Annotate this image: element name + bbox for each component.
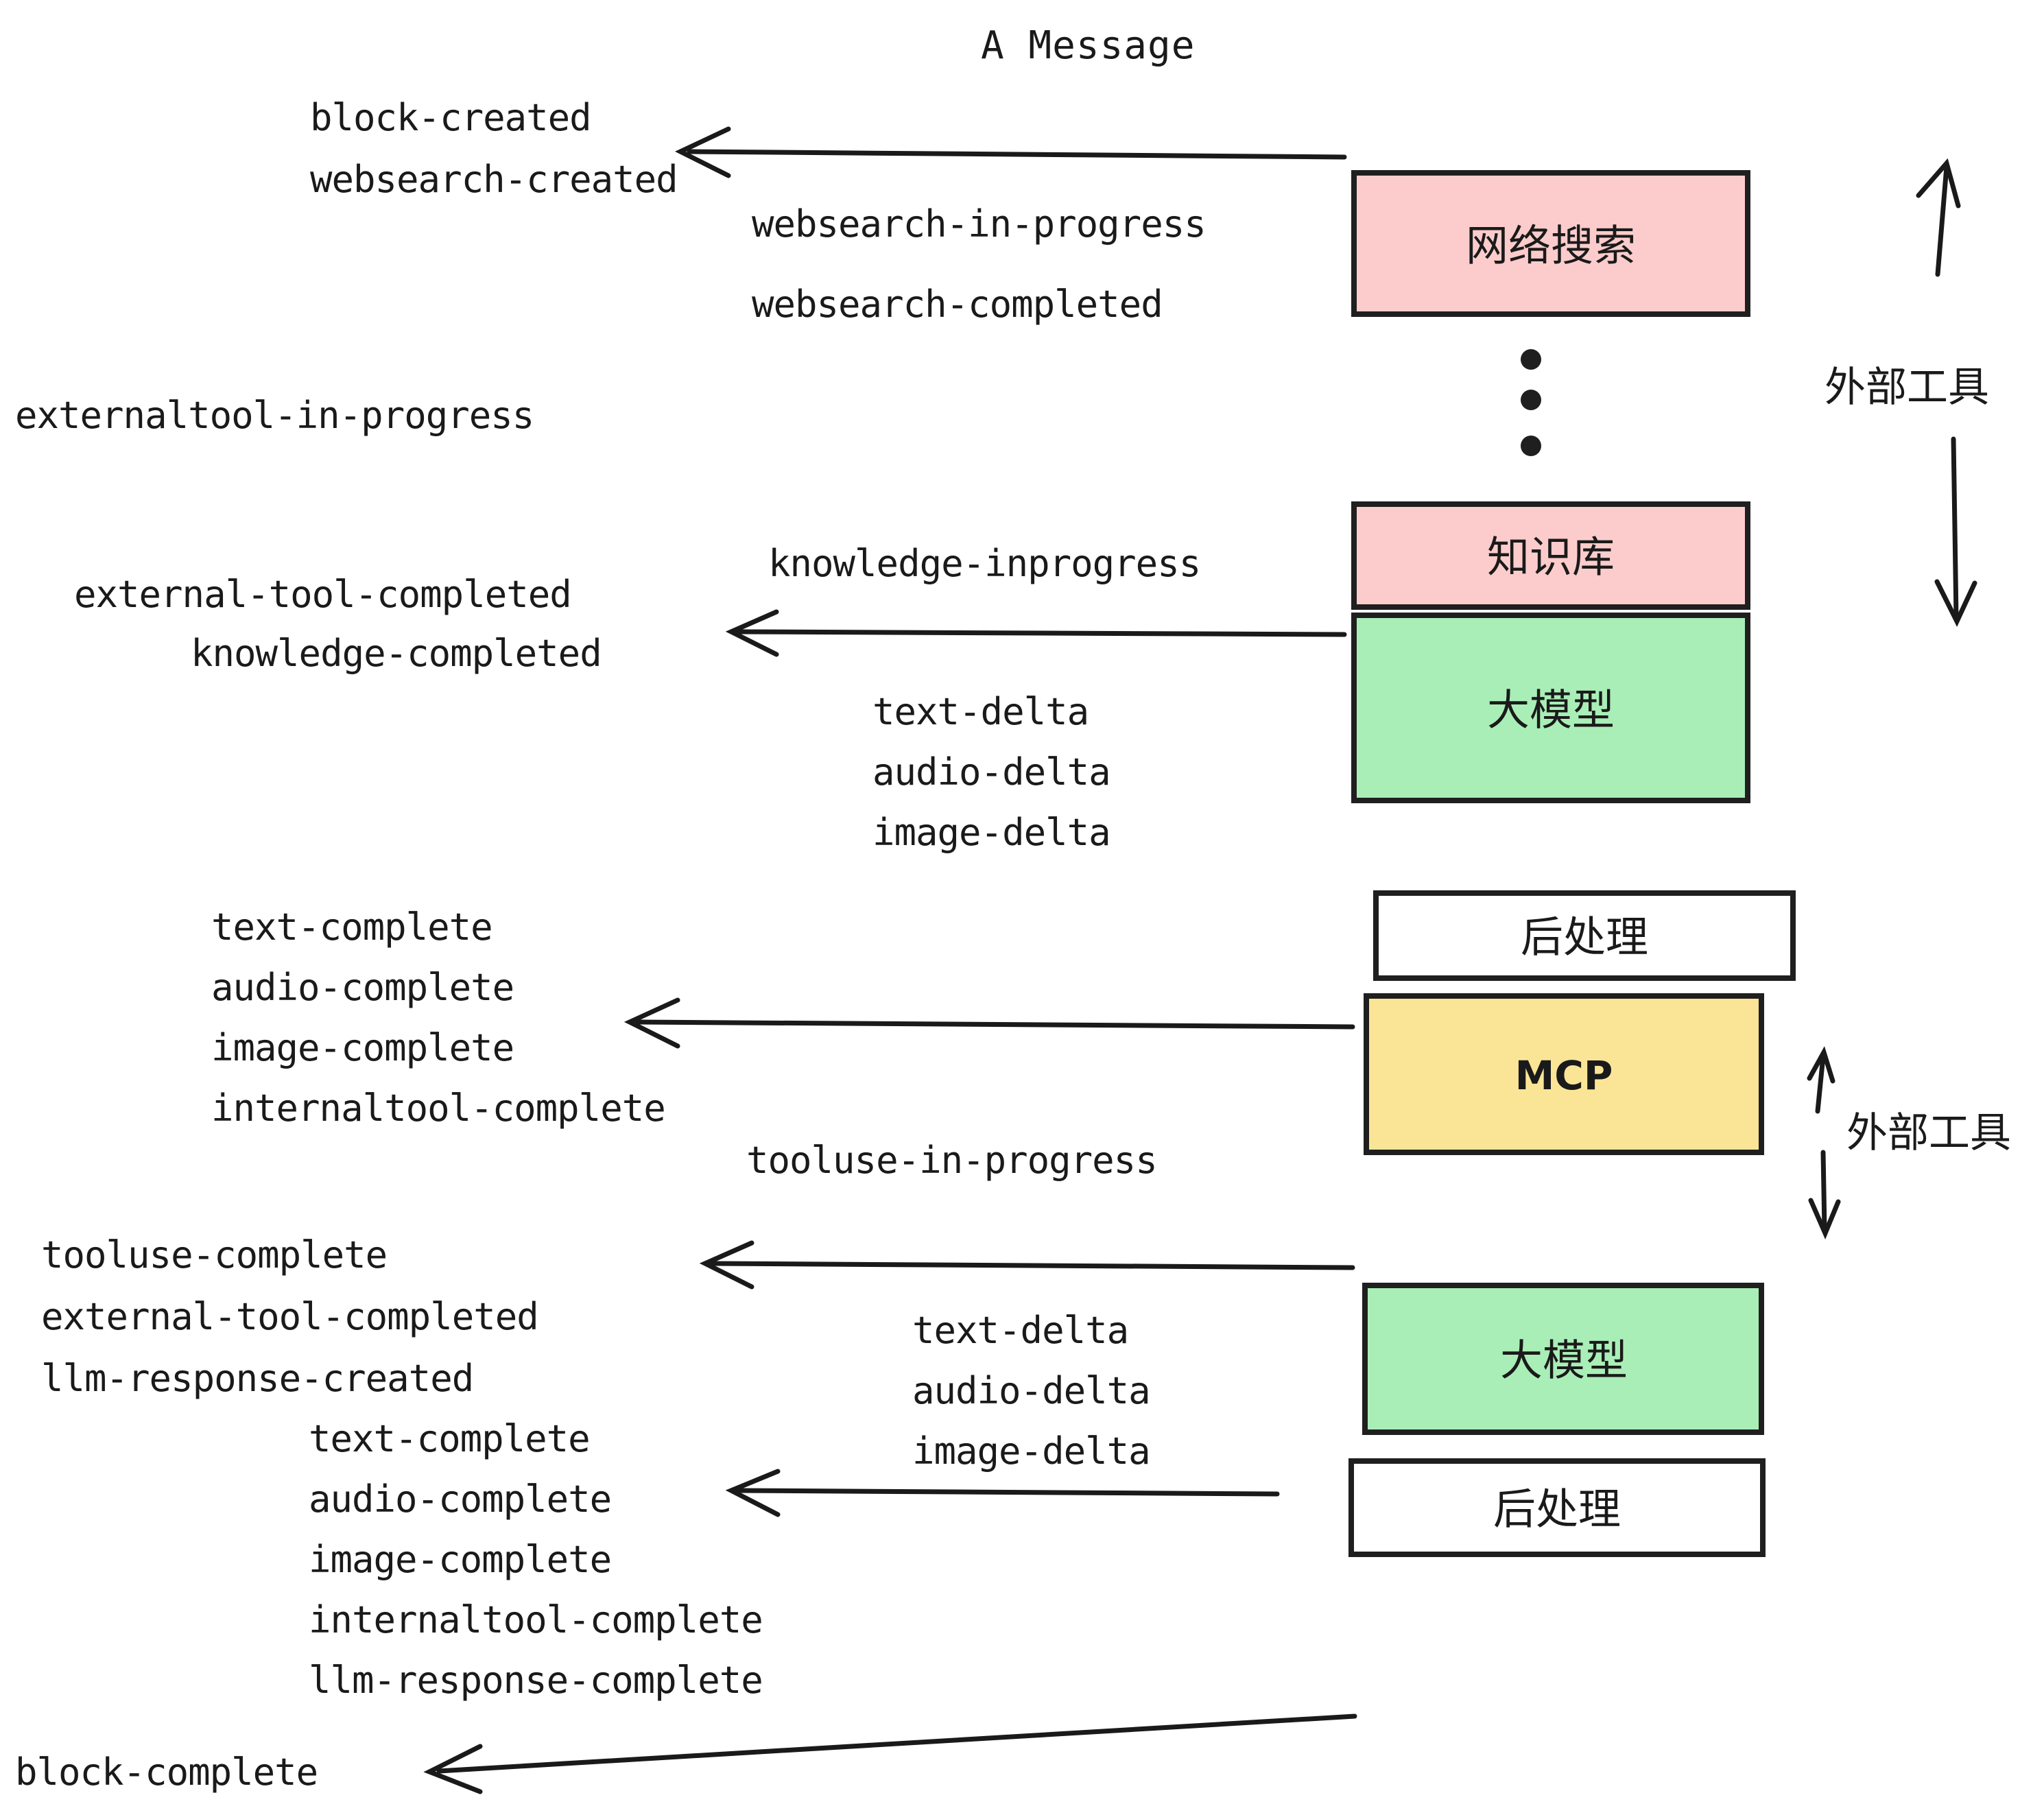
box-postprocess-1 (1373, 890, 1796, 981)
external-tools-bottom-up-arrowhead (1807, 1046, 1835, 1084)
event-block-complete: block-complete (15, 1750, 318, 1794)
arrow-mcp-to-tooluse-complete-head (699, 1240, 754, 1290)
external-tools-top-down-arrow-shaft (1951, 436, 1959, 620)
external-tools-bottom-down-arrowhead (1808, 1198, 1841, 1239)
event-external-tool-completed-1: external-tool-completed (74, 573, 571, 616)
event-text-delta-1: text-delta (872, 690, 1089, 733)
event-audio-delta-2: audio-delta (912, 1369, 1150, 1412)
event-text-complete-2: text-complete (309, 1417, 590, 1460)
event-image-delta-2: image-delta (912, 1429, 1150, 1473)
event-internaltool-complete-2: internaltool-complete (309, 1598, 763, 1641)
box-knowledge (1351, 501, 1750, 610)
external-tools-top-up-arrow-shaft (1935, 164, 1949, 277)
external-tools-bottom-label: 外部工具 (1846, 1109, 2011, 1157)
arrow-postprocess-to-image-complete-head (623, 997, 680, 1049)
arrow-postprocess2-to-block-complete (436, 1713, 1357, 1774)
event-internaltool-complete-1: internaltool-complete (211, 1087, 665, 1130)
arrow-mcp-to-tooluse-complete (711, 1261, 1355, 1270)
box-mcp-label: MCP (1515, 1052, 1613, 1099)
event-llm-response-created: llm-response-created (41, 1357, 473, 1400)
external-tools-bottom-down-arrow-shaft (1820, 1150, 1827, 1232)
ellipsis-dot (1521, 390, 1541, 410)
box-postprocess-1-label: 后处理 (1521, 912, 1648, 962)
event-image-delta-1: image-delta (872, 811, 1110, 854)
box-websearch-label: 网络搜索 (1466, 221, 1636, 271)
external-tools-top-down-arrowhead (1934, 579, 1977, 628)
ellipsis-dot (1521, 436, 1541, 456)
event-block-created: block-created (310, 96, 591, 139)
event-websearch-completed: websearch-completed (752, 283, 1163, 326)
box-postprocess-2 (1348, 1458, 1766, 1557)
arrow-websearch-to-created-head (674, 126, 731, 178)
event-audio-complete-2: audio-complete (309, 1477, 611, 1521)
box-mcp (1364, 993, 1764, 1155)
external-tools-bottom-up-arrow-shaft (1815, 1054, 1826, 1114)
event-knowledge-inprogress: knowledge-inprogress (768, 542, 1200, 585)
arrow-websearch-to-created (687, 149, 1347, 160)
event-text-complete-1: text-complete (211, 905, 492, 949)
event-externaltool-in-progress: externaltool-in-progress (15, 394, 534, 437)
event-image-complete-2: image-complete (309, 1538, 611, 1581)
event-knowledge-completed: knowledge-completed (191, 632, 602, 675)
arrow-llm2-to-audio-complete (737, 1488, 1280, 1497)
box-llm-1 (1351, 613, 1750, 803)
event-websearch-in-progress: websearch-in-progress (752, 202, 1206, 246)
arrow-postprocess2-to-block-complete-head (423, 1744, 483, 1794)
box-websearch (1351, 170, 1750, 317)
arrow-knowledge-to-completed-head (725, 609, 779, 657)
event-audio-delta-1: audio-delta (872, 750, 1110, 794)
event-tooluse-complete: tooluse-complete (41, 1233, 387, 1277)
ellipsis-dot (1521, 349, 1541, 370)
event-audio-complete-1: audio-complete (211, 966, 514, 1009)
event-image-complete-1: image-complete (211, 1026, 514, 1069)
event-llm-response-complete: llm-response-complete (309, 1659, 763, 1702)
arrow-knowledge-to-completed (737, 629, 1347, 637)
box-llm-2 (1362, 1283, 1764, 1435)
external-tools-top-label: 外部工具 (1825, 364, 1989, 412)
event-websearch-created: websearch-created (310, 158, 678, 201)
external-tools-top-up-arrowhead (1916, 158, 1961, 209)
event-external-tool-completed-2: external-tool-completed (41, 1295, 538, 1338)
event-tooluse-in-progress: tooluse-in-progress (746, 1139, 1157, 1182)
box-llm-1-label: 大模型 (1487, 685, 1615, 735)
arrow-llm2-to-audio-complete-head (725, 1469, 781, 1517)
box-llm-2-label: 大模型 (1500, 1336, 1628, 1386)
box-postprocess-2-label: 后处理 (1493, 1484, 1621, 1534)
box-knowledge-label: 知识库 (1487, 532, 1615, 582)
arrow-postprocess-to-image-complete (635, 1019, 1355, 1030)
page-title: A Message (981, 23, 1195, 68)
event-text-delta-2: text-delta (912, 1309, 1128, 1352)
